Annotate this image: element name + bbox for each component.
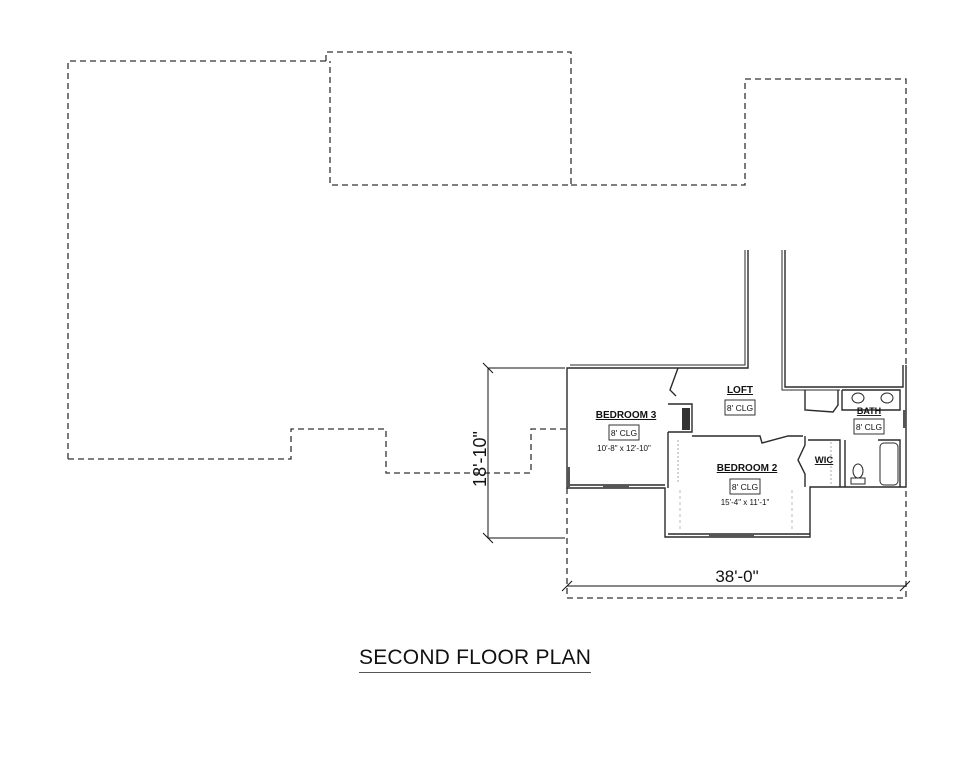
room-name: WIC [815, 455, 834, 466]
ceiling-height: 8' CLG [856, 422, 882, 432]
room-size: 10'-8" x 12'-10" [597, 444, 651, 453]
depth-dimension-label: 18'-10" [470, 431, 490, 487]
room-wic: WIC [815, 455, 834, 466]
room-size: 15'-4" x 11'-1" [721, 498, 770, 507]
room-bedroom-2: BEDROOM 2 8' CLG 15'-4" x 11'-1" [717, 463, 778, 507]
room-bedroom-3: BEDROOM 3 8' CLG 10'-8" x 12'-10" [596, 410, 657, 453]
dimension-width: 38'-0" [561, 567, 911, 592]
ceiling-height: 8' CLG [611, 428, 637, 438]
room-name: BATH [857, 406, 881, 416]
plan-title: SECOND FLOOR PLAN [359, 646, 592, 673]
width-dimension-label: 38'-0" [715, 567, 758, 586]
dimension-depth: 18'-10" [470, 362, 565, 544]
room-loft: LOFT 8' CLG [724, 385, 756, 416]
ceiling-height: 8' CLG [732, 482, 758, 492]
ceiling-height: 8' CLG [727, 403, 753, 413]
walls [566, 250, 907, 538]
room-bath: BATH 8' CLG [853, 406, 885, 435]
first-floor-outline [67, 51, 907, 599]
room-name: BEDROOM 2 [717, 463, 778, 474]
room-name: LOFT [727, 385, 753, 396]
room-name: BEDROOM 3 [596, 410, 657, 421]
